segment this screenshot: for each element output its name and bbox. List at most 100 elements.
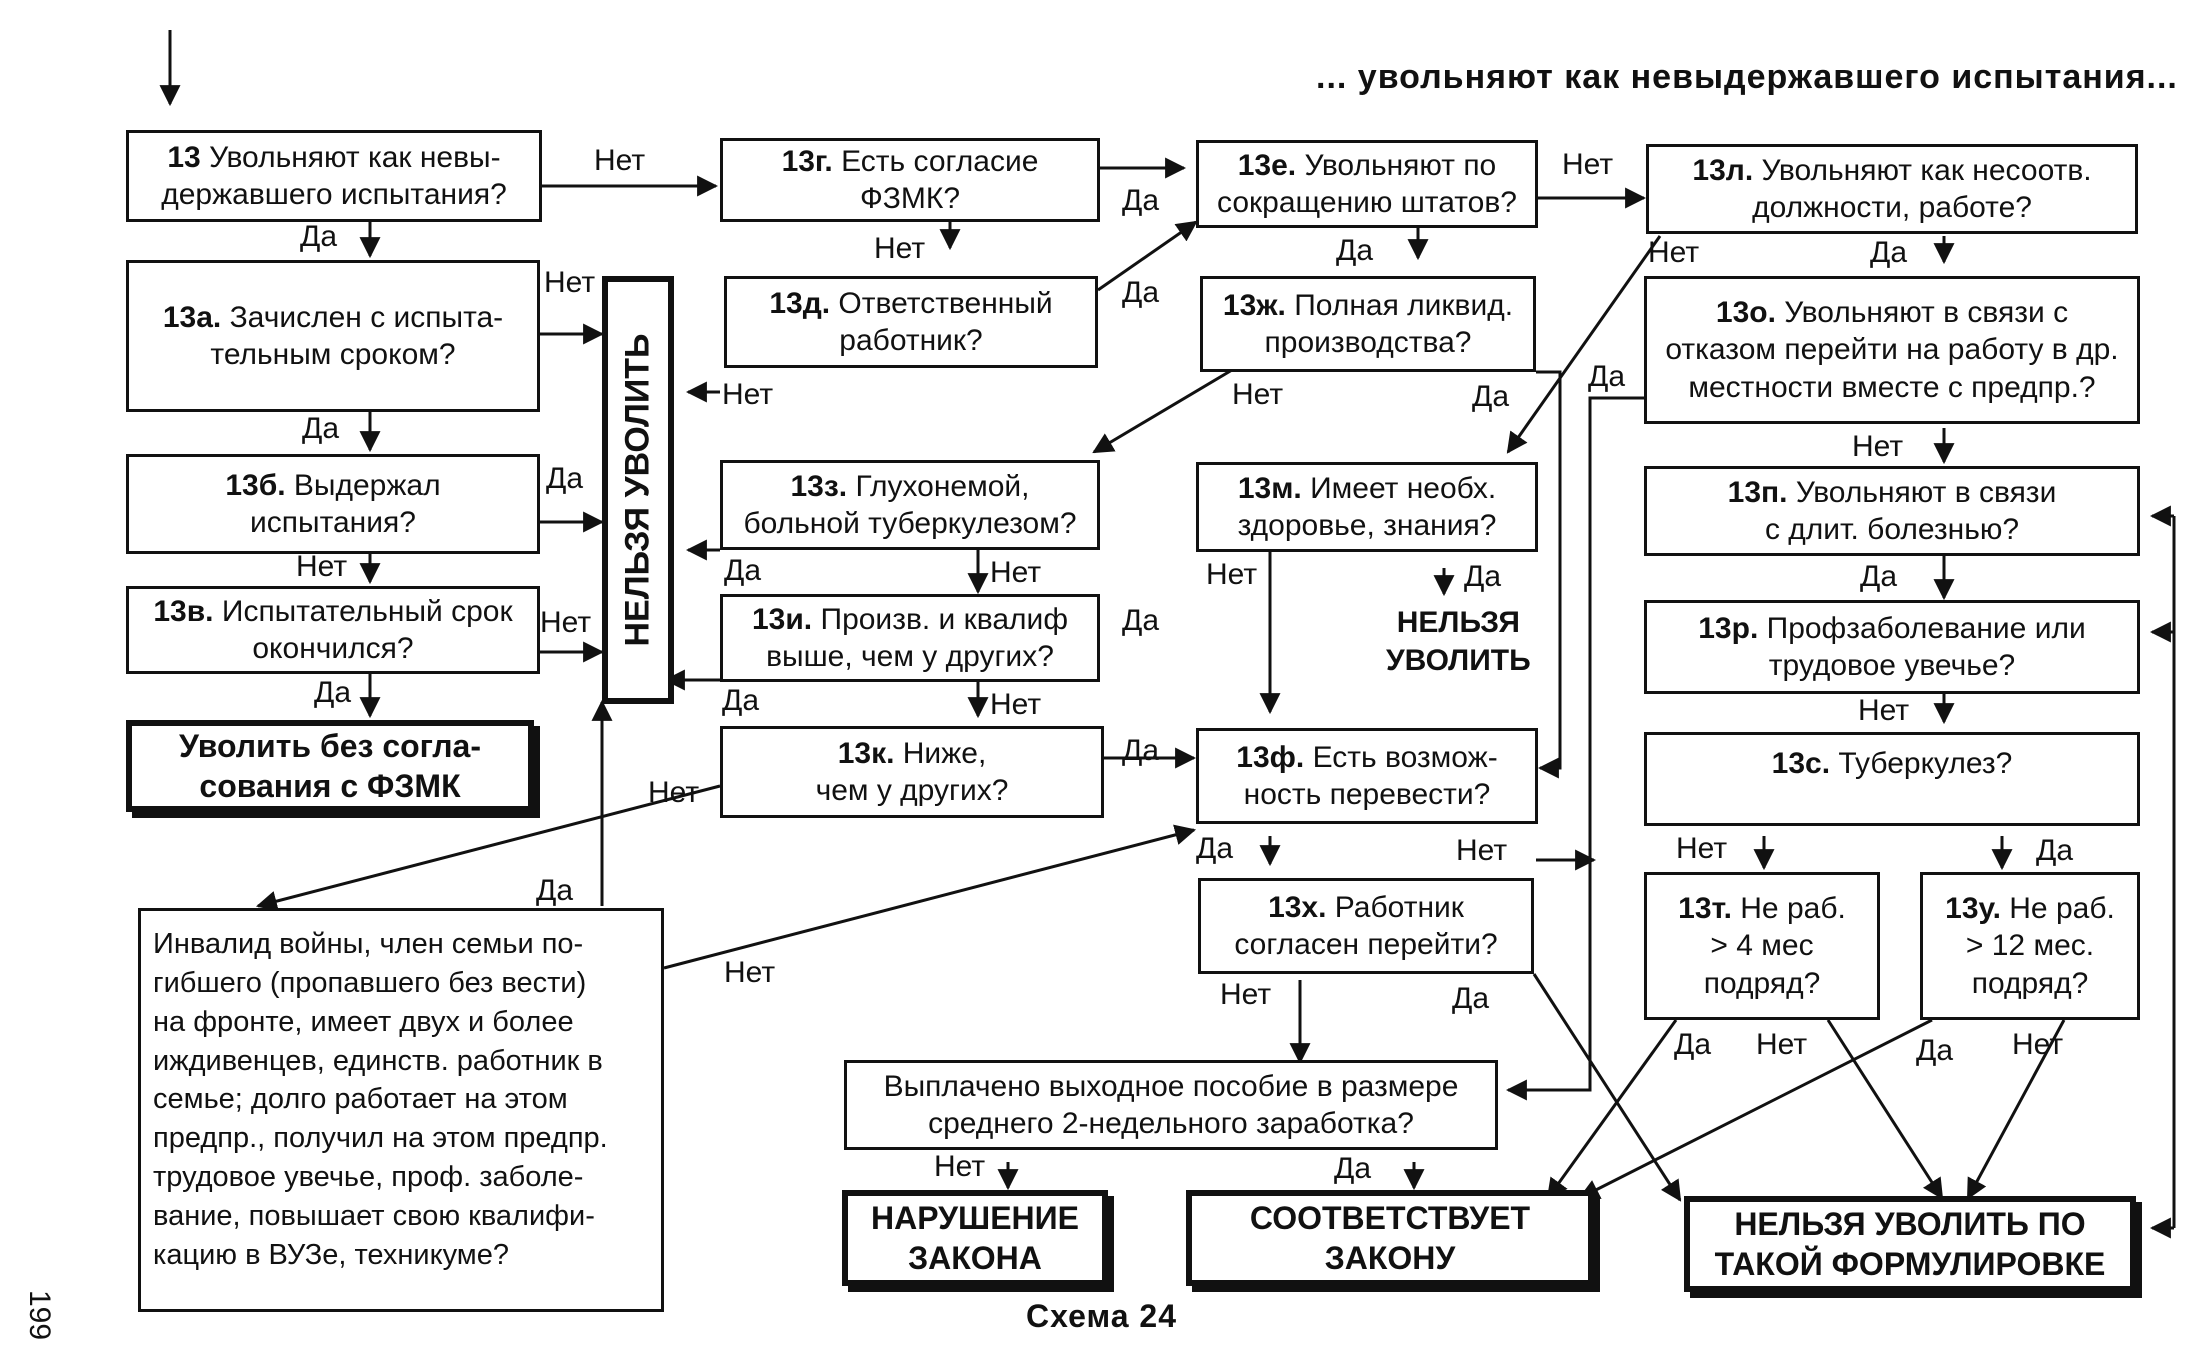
- edge-label-yes: Да: [1674, 1028, 1712, 1061]
- terminal-cannot-fire-mid: НЕЛЬЗЯ УВОЛИТЬ: [1386, 606, 1531, 677]
- diagram-caption: Схема 24: [1026, 1298, 1178, 1334]
- node-13r-id: 13р.: [1698, 611, 1759, 645]
- node-13m: 13м. Имеет необх. здоровье, знания?: [1196, 462, 1538, 552]
- terminal-cannot-fire-vertical-text: НЕЛЬЗЯ УВОЛИТЬ: [618, 333, 657, 647]
- node-13p-text: Увольняют в связи с длит. болезнью?: [1764, 475, 2057, 547]
- node-13f-id: 13ф.: [1236, 740, 1305, 774]
- node-13p-id: 13п.: [1727, 475, 1788, 509]
- node-13k-id: 13к.: [837, 736, 895, 770]
- node-severance-text: Выплачено выходное пособие в размере сре…: [883, 1069, 1459, 1141]
- page-number: 199: [23, 1289, 57, 1341]
- edge-label-no: Нет: [594, 144, 646, 177]
- node-13r: 13р. Профзаболевание или трудовое увечье…: [1644, 600, 2140, 694]
- node-13h-id: 13х.: [1268, 890, 1327, 924]
- node-13b: 13б. Выдержал испытания?: [126, 454, 540, 554]
- node-13s-text: Туберкулез?: [1838, 747, 2013, 780]
- page-title: ... увольняют как невыдержавшего испытан…: [1316, 58, 2178, 96]
- node-13b-id: 13б.: [225, 468, 286, 502]
- node-13o-id: 13о.: [1715, 295, 1776, 329]
- node-13k: 13к. Ниже, чем у других?: [720, 726, 1104, 818]
- edge-label-yes: Да: [1122, 734, 1160, 767]
- node-13d-text: Ответственный работник?: [838, 286, 1053, 358]
- terminal-complies-with-law-text: СООТВЕТСТВУЕТ ЗАКОНУ: [1249, 1200, 1531, 1276]
- edge-label-yes: Да: [1334, 1152, 1372, 1185]
- node-13m-id: 13м.: [1237, 471, 1302, 505]
- node-13m-text: Имеет необх. здоровье, знания?: [1237, 471, 1497, 543]
- edge-label-yes: Да: [2036, 834, 2074, 867]
- edge-label-yes: Да: [302, 412, 340, 445]
- node-13d-id: 13д.: [769, 286, 831, 320]
- node-13e: 13е. Увольняют по сокращению штатов?: [1196, 140, 1538, 228]
- edge-label-no: Нет: [990, 556, 1042, 589]
- node-13g: 13г. Есть согласие ФЗМК?: [720, 138, 1100, 222]
- node-13-text: Увольняют как невы- державшего испытания…: [161, 140, 507, 212]
- edge-label-no: Нет: [540, 606, 592, 639]
- terminal-law-violation: НАРУШЕНИЕ ЗАКОНА: [842, 1190, 1108, 1286]
- edge-label-no: Нет: [934, 1150, 986, 1183]
- node-13d: 13д. Ответственный работник?: [724, 276, 1098, 368]
- edge-label-no: Нет: [722, 378, 774, 411]
- node-13p: 13п. Увольняют в связи с длит. болезнью?: [1644, 466, 2140, 556]
- edge-label-yes: Да: [1122, 604, 1160, 637]
- edge-label-yes: Да: [1588, 360, 1626, 393]
- edge-label-yes: Да: [1452, 982, 1490, 1015]
- node-13l-text: Увольняют как несоотв. должности, работе…: [1752, 153, 2092, 225]
- node-13i-text: Произв. и квалиф выше, чем у других?: [766, 602, 1068, 674]
- node-13v-id: 13в.: [153, 594, 214, 628]
- node-severance: Выплачено выходное пособие в размере сре…: [844, 1060, 1498, 1150]
- node-13t-text: Не раб. > 4 мес подряд?: [1703, 891, 1846, 1000]
- edge-label-yes: Да: [300, 220, 338, 253]
- node-13v: 13в. Испытательный срок окончился?: [126, 586, 540, 674]
- node-13g-id: 13г.: [781, 144, 833, 178]
- terminal-law-violation-text: НАРУШЕНИЕ ЗАКОНА: [871, 1200, 1079, 1276]
- node-13i: 13и. Произв. и квалиф выше, чем у других…: [720, 594, 1100, 682]
- edge-label-no: Нет: [1456, 834, 1508, 867]
- edge-label-yes: Да: [1122, 276, 1160, 309]
- edge-label-no: Нет: [648, 776, 700, 809]
- edge-label-yes: Да: [1472, 380, 1510, 413]
- node-13a-text: Зачислен с испыта- тельным сроком?: [210, 300, 504, 372]
- node-veteran-criteria: Инвалид войны, член семьи по- гибшего (п…: [138, 908, 664, 1312]
- edge-label-no: Нет: [1206, 558, 1258, 591]
- node-13v-text: Испытательный срок окончился?: [221, 594, 513, 666]
- edge-label-no: Нет: [2012, 1028, 2064, 1061]
- node-13zh-text: Полная ликвид. производства?: [1264, 288, 1514, 360]
- node-13: 13 Увольняют как невы- державшего испыта…: [126, 130, 542, 222]
- node-13r-text: Профзаболевание или трудовое увечье?: [1766, 611, 2086, 683]
- edge-label-yes: Да: [1122, 184, 1160, 217]
- node-13f: 13ф. Есть возмож- ность перевести?: [1196, 728, 1538, 824]
- node-13l-id: 13л.: [1692, 153, 1754, 187]
- node-13z-text: Глухонемой, больной туберкулезом?: [743, 469, 1077, 541]
- node-13l: 13л. Увольняют как несоотв. должности, р…: [1646, 144, 2138, 234]
- node-13u-text: Не раб. > 12 мес. подряд?: [1965, 891, 2115, 1000]
- edge-label-no: Нет: [1676, 832, 1728, 865]
- node-13zh: 13ж. Полная ликвид. производства?: [1200, 276, 1536, 372]
- node-13f-text: Есть возмож- ность перевести?: [1243, 740, 1498, 812]
- node-13zh-id: 13ж.: [1222, 288, 1286, 322]
- node-13k-text: Ниже, чем у других?: [815, 736, 1009, 808]
- node-13i-id: 13и.: [752, 602, 813, 636]
- terminal-complies-with-law: СООТВЕТСТВУЕТ ЗАКОНУ: [1186, 1190, 1594, 1286]
- node-13t: 13т. Не раб. > 4 мес подряд?: [1644, 872, 1880, 1020]
- edge-label-no: Нет: [1562, 148, 1614, 181]
- edge-label-yes: Да: [1336, 234, 1374, 267]
- node-13z: 13з. Глухонемой, больной туберкулезом?: [720, 460, 1100, 550]
- node-13h: 13х. Работник согласен перейти?: [1198, 878, 1534, 974]
- edge-label-no: Нет: [1852, 430, 1904, 463]
- node-13-id: 13: [167, 140, 201, 174]
- node-13o: 13о. Увольняют в связи с отказом перейти…: [1644, 276, 2140, 424]
- edge-label-no: Нет: [1858, 694, 1910, 727]
- edge-label-yes: Да: [724, 554, 762, 587]
- edge-label-no: Нет: [296, 550, 348, 583]
- edge-label-no: Нет: [1232, 378, 1284, 411]
- node-13s: 13с. Туберкулез?: [1644, 732, 2140, 826]
- edge-label-yes: Да: [1860, 560, 1898, 593]
- node-13e-text: Увольняют по сокращению штатов?: [1217, 148, 1517, 220]
- node-13b-text: Выдержал испытания?: [250, 468, 441, 540]
- edge-label-yes: Да: [1464, 560, 1502, 593]
- edge-label-no: Нет: [1220, 978, 1272, 1011]
- terminal-cannot-fire-by-wording: НЕЛЬЗЯ УВОЛИТЬ ПО ТАКОЙ ФОРМУЛИРОВКЕ: [1684, 1196, 2136, 1292]
- terminal-fire-without-fzmk-text: Уволить без согла- сования с ФЗМК: [179, 728, 481, 804]
